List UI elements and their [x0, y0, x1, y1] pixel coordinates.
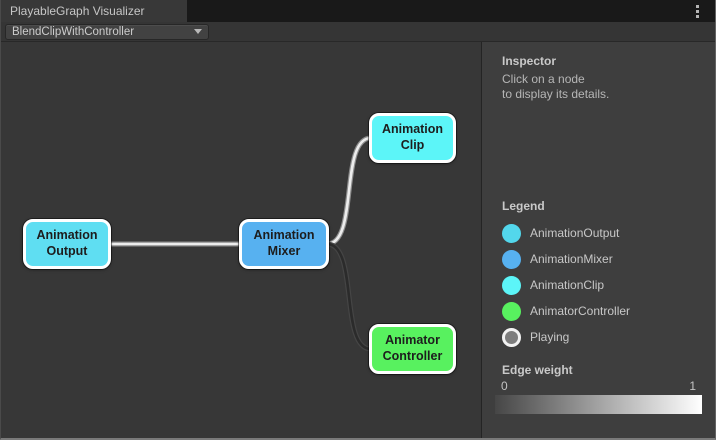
graph-edge-animation-mixer-to-animator-controller: [325, 242, 373, 351]
legend-color-dot: [502, 327, 521, 347]
graph-edges: [106, 135, 374, 352]
graph-node-label: Animator Controller: [382, 333, 443, 363]
chevron-down-icon: [194, 29, 202, 34]
tab-playablegraph-visualizer[interactable]: PlayableGraph Visualizer: [1, 0, 187, 22]
inspector-hint-line2: to display its details.: [502, 87, 610, 101]
tab-title: PlayableGraph Visualizer: [10, 4, 145, 18]
legend-item-label: Playing: [530, 330, 570, 344]
tab-bar: PlayableGraph Visualizer: [1, 0, 715, 22]
legend-item-label: AnimationOutput: [530, 226, 620, 240]
legend-item-animationoutput: AnimationOutput: [502, 220, 695, 246]
inspector-hint-line1: Click on a node: [502, 72, 585, 86]
legend-color-dot: [502, 275, 521, 295]
legend-color-dot: [502, 223, 521, 243]
inspector-panel: Inspector Click on a node to display its…: [482, 42, 715, 438]
legend-item-animatorcontroller: AnimatorController: [502, 298, 695, 324]
edge-weight-max-label: 1: [689, 379, 696, 393]
legend-item-label: AnimationClip: [530, 278, 605, 292]
graph-edge-animation-mixer-to-animation-clip: [325, 136, 373, 246]
toolbar: BlendClipWithController: [1, 22, 715, 42]
graph-node-label: Animation Mixer: [253, 228, 315, 258]
legend-item-label: AnimatorController: [530, 304, 631, 318]
legend-color-dot: [502, 249, 521, 269]
inspector-title: Inspector: [502, 54, 557, 68]
edge-weight-scale-labels: 0 1: [495, 379, 702, 393]
edge-weight-gradient-bar: [495, 395, 702, 414]
graph-node-label: Animation Output: [36, 228, 98, 258]
legend-color-dot: [502, 301, 521, 321]
graph-node-animation-mixer[interactable]: Animation Mixer: [239, 219, 329, 269]
graph-node-animation-clip[interactable]: Animation Clip: [369, 113, 456, 163]
edge-weight-min-label: 0: [501, 379, 508, 393]
graph-node-label: Animation Clip: [381, 122, 444, 152]
graph-selector-value: BlendClipWithController: [12, 25, 135, 38]
edge-weight-title: Edge weight: [502, 363, 573, 377]
graph-canvas[interactable]: Animation Output Animation Mixer Animation…: [1, 42, 482, 438]
graph-node-animation-output[interactable]: Animation Output: [23, 219, 111, 269]
graph-selector-dropdown[interactable]: BlendClipWithController: [5, 23, 209, 40]
inspector-hint: Click on a node to display its details.: [502, 72, 695, 102]
legend-item-animationclip: AnimationClip: [502, 272, 695, 298]
legend-item-playing: Playing: [502, 324, 695, 350]
legend-item-label: AnimationMixer: [530, 252, 613, 266]
window-menu-icon[interactable]: [690, 4, 704, 18]
legend-item-animationmixer: AnimationMixer: [502, 246, 695, 272]
graph-node-animator-controller[interactable]: Animator Controller: [369, 324, 456, 374]
legend-title: Legend: [502, 199, 545, 213]
